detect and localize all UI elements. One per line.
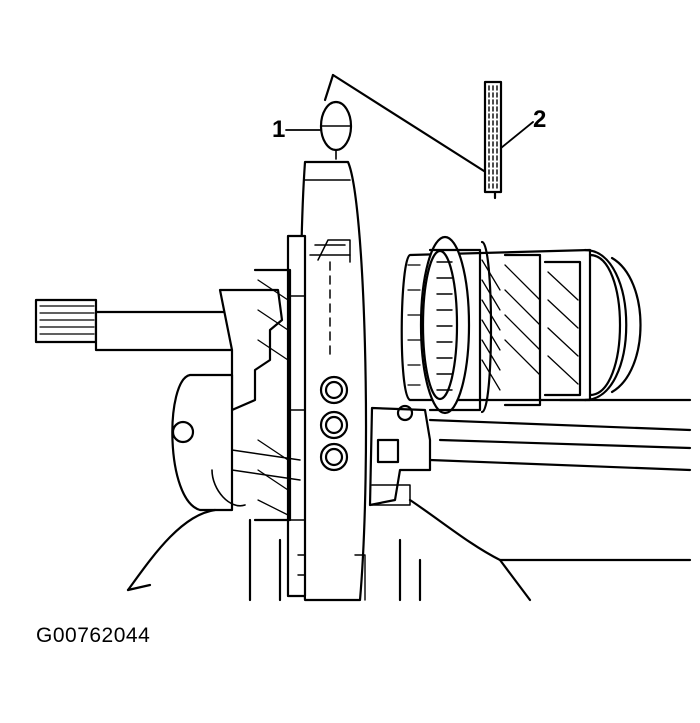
roll-pin xyxy=(321,102,351,150)
shift-housing-left xyxy=(172,270,300,520)
figure-code: G00762044 xyxy=(36,624,151,647)
case-plate xyxy=(288,162,366,600)
pin-punch xyxy=(485,82,501,192)
support-base xyxy=(128,500,690,600)
countershaft xyxy=(430,400,690,470)
selector-block xyxy=(370,406,430,505)
input-shaft xyxy=(36,300,232,350)
gear-cluster xyxy=(402,237,641,413)
callout-label-1: 1 xyxy=(272,116,286,143)
callout-label-2: 2 xyxy=(533,106,547,133)
callout-leader-2 xyxy=(501,122,533,148)
